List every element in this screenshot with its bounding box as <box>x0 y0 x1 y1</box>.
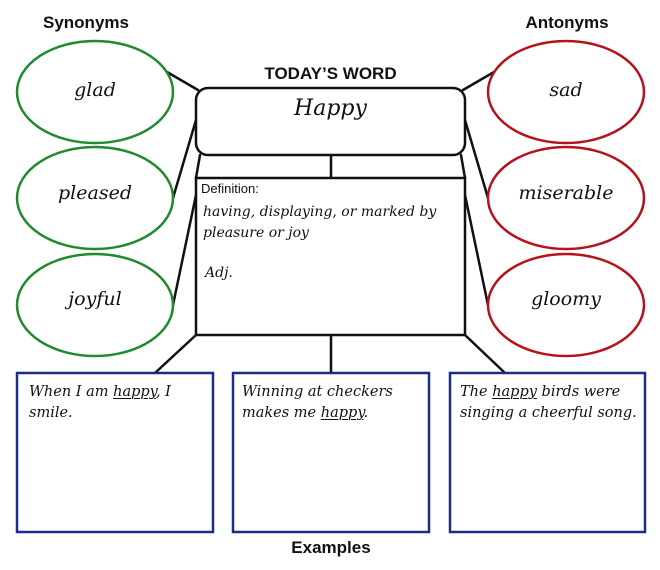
example-1-highlight: happy <box>113 384 156 400</box>
synonym-oval-1 <box>15 39 175 145</box>
example-2: Winning at checkers makes me happy. <box>242 382 422 424</box>
example-3: The happy birds were singing a cheerful … <box>460 382 640 424</box>
antonym-oval-2 <box>486 145 646 251</box>
antonym-oval-3 <box>486 252 646 358</box>
example-box-2 <box>231 371 431 534</box>
example-2-after: . <box>363 405 369 421</box>
example-3-after: birds were singing a cheerful song. <box>460 384 637 421</box>
connector-antonym-3 <box>463 193 490 307</box>
antonym-3: gloomy <box>531 288 601 310</box>
definition-text: having, displaying, or marked by pleasur… <box>203 204 437 241</box>
antonyms-heading: Antonyms <box>525 13 609 32</box>
synonyms-heading: Synonyms <box>43 13 129 32</box>
example-3-before: The <box>460 384 493 400</box>
example-box-3 <box>448 371 647 534</box>
connector-synonym-1 <box>165 70 200 92</box>
antonym-oval-1 <box>486 39 646 145</box>
definition-label: Definition: <box>201 181 259 196</box>
examples-heading: Examples <box>291 538 371 557</box>
synonym-oval-3 <box>15 252 175 358</box>
connector-word-definition-right <box>459 153 467 180</box>
connector-antonym-2 <box>463 118 490 200</box>
example-1-before: When I am <box>29 384 114 400</box>
synonym-2: pleased <box>58 182 132 204</box>
example-box-1 <box>15 371 215 534</box>
connector-example-3 <box>463 333 507 375</box>
connector-example-1 <box>153 333 198 375</box>
connector-synonym-2 <box>171 118 198 200</box>
synonym-3: joyful <box>68 288 122 310</box>
part-of-speech: Adj. <box>205 265 233 281</box>
example-3-highlight: happy <box>492 384 537 400</box>
example-1: When I am happy, I smile. <box>29 382 209 424</box>
word-box <box>194 86 467 157</box>
synonym-1: glad <box>74 79 116 101</box>
antonym-1: sad <box>549 79 583 101</box>
todays-word-heading: TODAY’S WORD <box>264 64 397 83</box>
connector-antonym-1 <box>461 70 496 92</box>
example-1-after: , I smile. <box>29 384 171 421</box>
definition-box <box>194 176 467 337</box>
todays-word-value: Happy <box>294 96 367 121</box>
antonym-2: miserable <box>518 182 614 204</box>
example-2-before: Winning at checkers makes me <box>242 384 393 421</box>
synonym-oval-2 <box>15 145 175 251</box>
connector-word-definition-left <box>194 153 202 180</box>
example-2-highlight: happy <box>320 405 364 421</box>
connector-synonym-3 <box>171 193 198 307</box>
